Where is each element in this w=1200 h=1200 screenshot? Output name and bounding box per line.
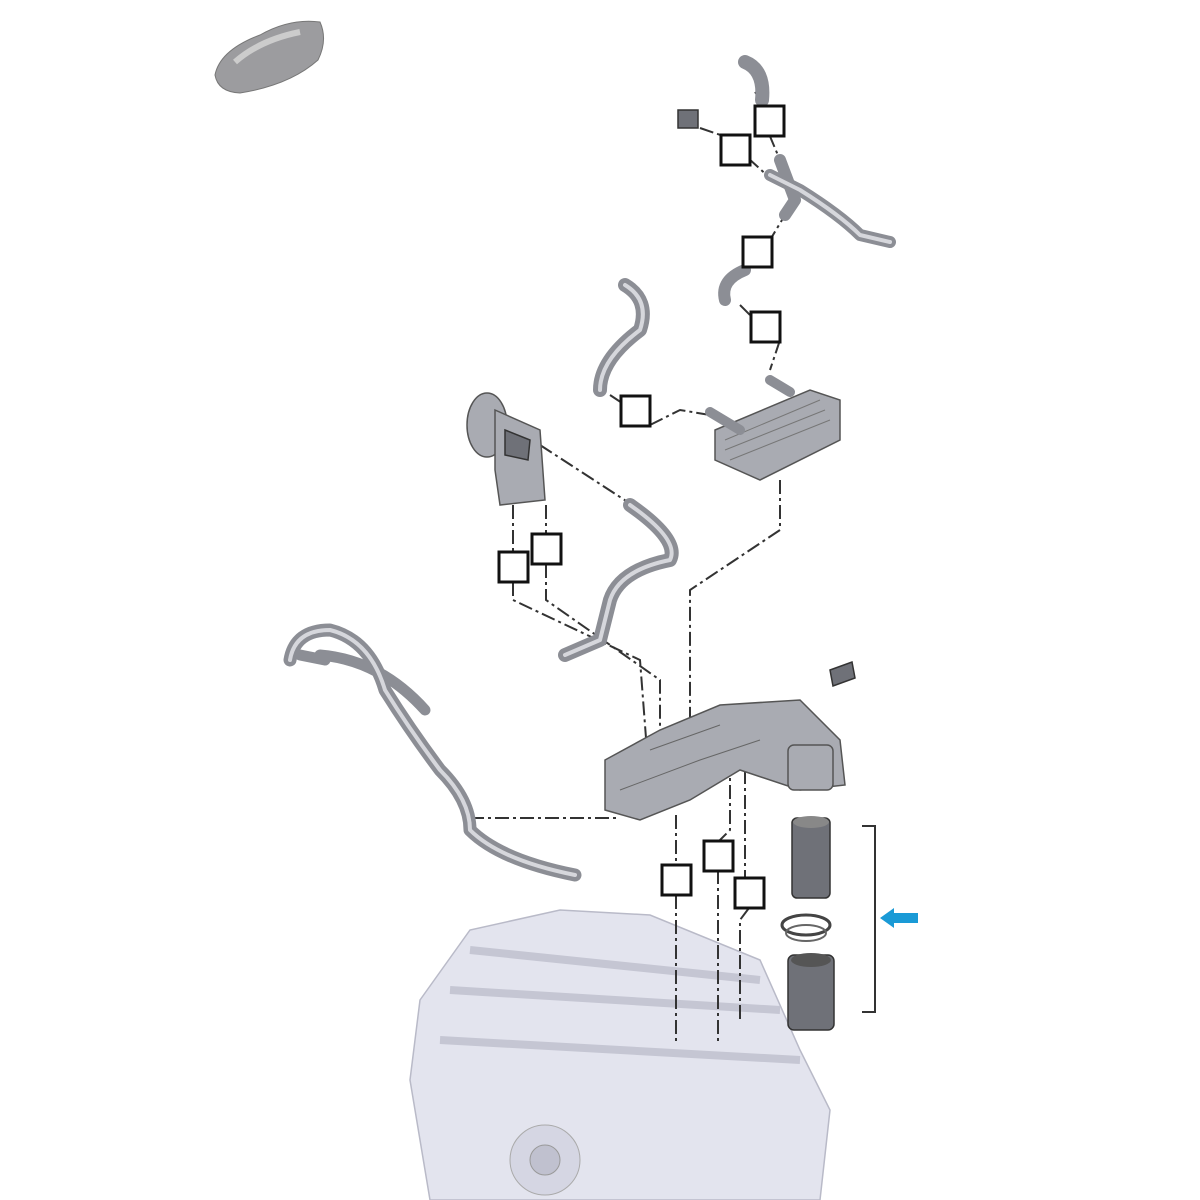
callout-box[interactable] — [753, 104, 786, 138]
coolant-hose-middle — [593, 264, 751, 397]
vehicle-thumbnail — [214, 20, 324, 94]
oil-cooler — [705, 375, 841, 481]
kit-bracket — [862, 825, 876, 1013]
engine-block — [409, 909, 831, 1200]
coolant-hose-long — [283, 623, 582, 882]
filter-housing-upper — [466, 392, 546, 506]
callout-box[interactable] — [530, 532, 563, 566]
callout-box[interactable] — [749, 310, 782, 344]
coolant-hose-curved — [558, 498, 679, 662]
callout-box[interactable] — [719, 133, 752, 167]
callout-box[interactable] — [702, 839, 735, 873]
highlight-arrow-icon — [880, 908, 918, 928]
oil-filter-housing-module — [604, 660, 856, 821]
oil-filter-assembly — [780, 816, 835, 1031]
callout-box[interactable] — [497, 550, 530, 584]
callout-box[interactable] — [733, 876, 766, 910]
coolant-pipes-upper — [677, 55, 896, 248]
callout-box[interactable] — [619, 394, 652, 428]
callout-box[interactable] — [741, 235, 774, 269]
callout-boxes — [497, 104, 786, 910]
callout-box[interactable] — [660, 863, 693, 897]
